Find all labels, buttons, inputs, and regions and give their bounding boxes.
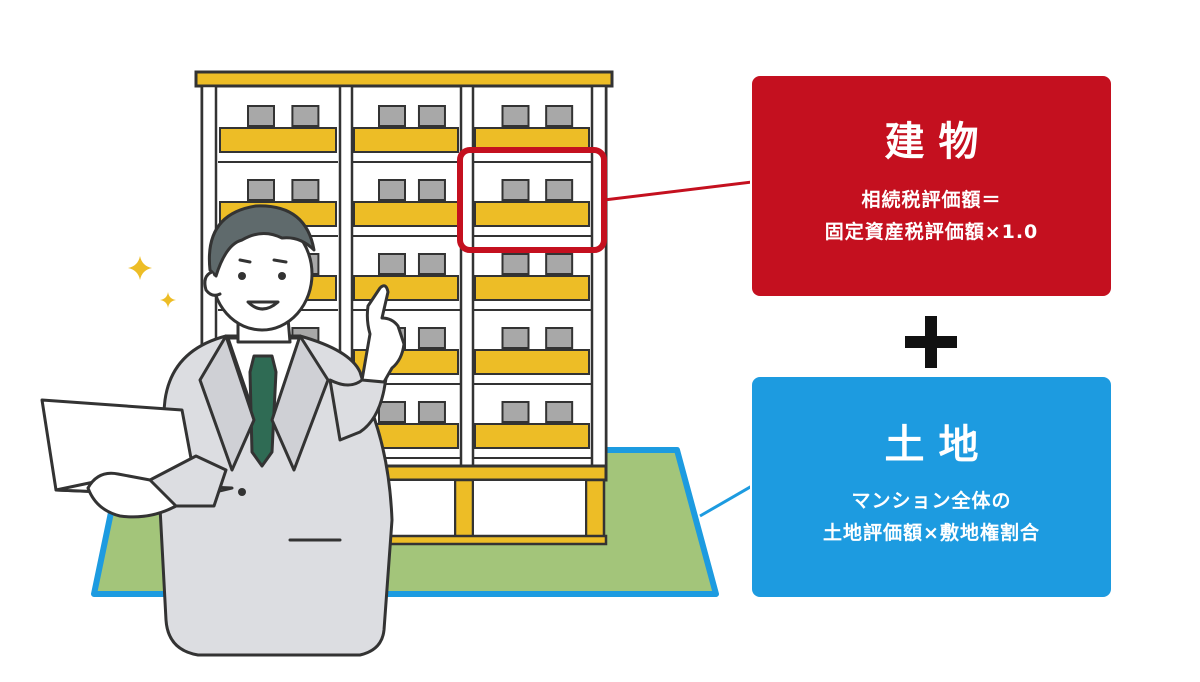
land-title: 土地 — [884, 422, 993, 468]
land-formula-line-1: マンション全体の — [851, 490, 1012, 512]
apartment-unit — [218, 105, 338, 163]
apartment-unit — [473, 401, 591, 459]
land-connector-line — [699, 485, 750, 518]
building-connector-line — [603, 180, 750, 202]
businessman-figure — [40, 204, 406, 657]
building-formula-line-1: 相続税評価額＝ — [861, 189, 1002, 211]
plus-icon — [905, 316, 957, 368]
building-title: 建物 — [884, 119, 993, 165]
apartment-unit — [473, 179, 591, 237]
building-info-box: 建物 相続税評価額＝ 固定資産税評価額×1.0 — [752, 76, 1111, 296]
land-info-box: 土地 マンション全体の 土地評価額×敷地権割合 — [752, 377, 1111, 597]
apartment-unit — [473, 253, 591, 311]
land-formula-line-2: 土地評価額×敷地権割合 — [823, 522, 1040, 545]
sparkle-icon — [128, 256, 176, 308]
apartment-illustration — [40, 70, 750, 657]
apartment-unit — [352, 179, 460, 237]
apartment-unit — [473, 327, 591, 385]
building-roof — [194, 70, 614, 88]
building-formula-line-2: 固定資産税評価額×1.0 — [824, 221, 1039, 244]
apartment-unit — [352, 105, 460, 163]
